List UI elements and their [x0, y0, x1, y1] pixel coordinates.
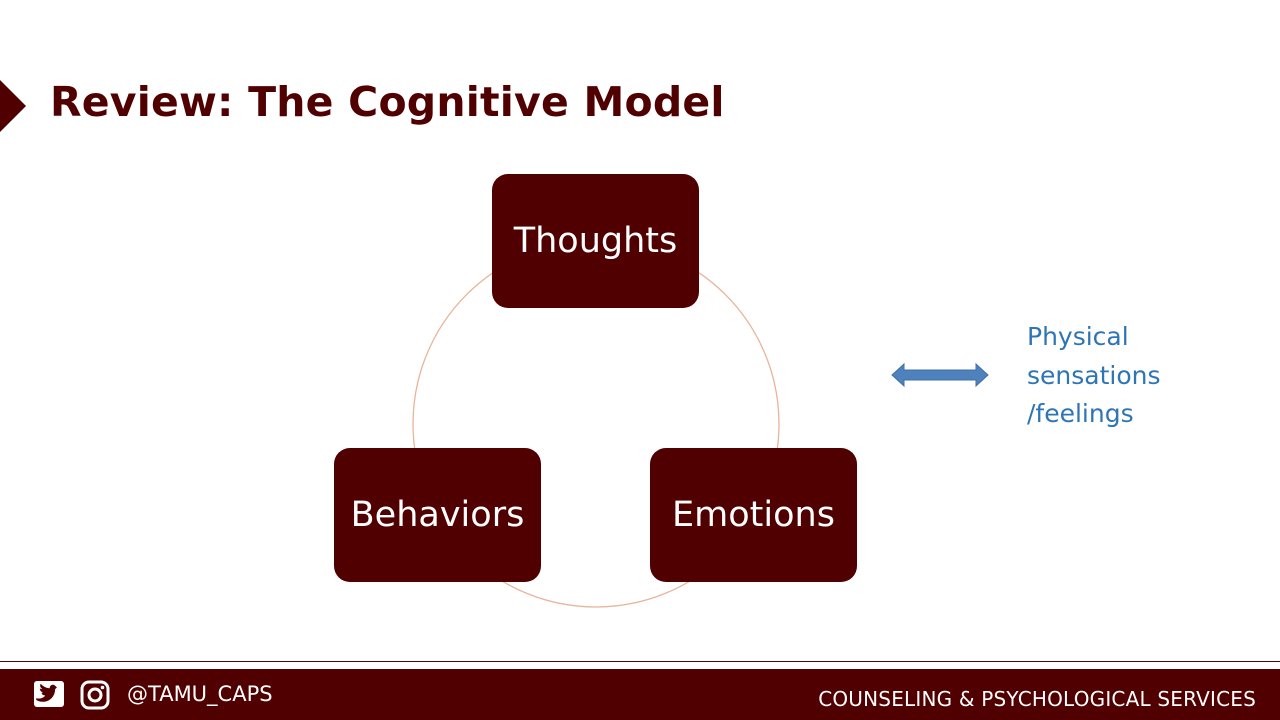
organization-name: COUNSELING & PSYCHOLOGICAL SERVICES [818, 687, 1256, 711]
node-thoughts: Thoughts [492, 174, 699, 308]
node-thoughts-label: Thoughts [513, 221, 678, 261]
instagram-icon[interactable] [80, 680, 110, 710]
slide-title: Review: The Cognitive Model [50, 78, 725, 126]
node-behaviors-label: Behaviors [350, 495, 525, 535]
node-emotions-label: Emotions [672, 495, 835, 535]
physical-sensations-label: Physical sensations /feelings [1027, 322, 1161, 428]
double-arrow-icon [891, 362, 989, 388]
social-handle[interactable]: @TAMU_CAPS [127, 682, 273, 706]
node-emotions: Emotions [650, 448, 857, 582]
title-marker [0, 80, 26, 132]
node-behaviors: Behaviors [334, 448, 541, 582]
footer-bar: @TAMU_CAPS COUNSELING & PSYCHOLOGICAL SE… [0, 669, 1280, 720]
twitter-icon[interactable] [33, 680, 65, 708]
footer-divider [0, 661, 1280, 662]
